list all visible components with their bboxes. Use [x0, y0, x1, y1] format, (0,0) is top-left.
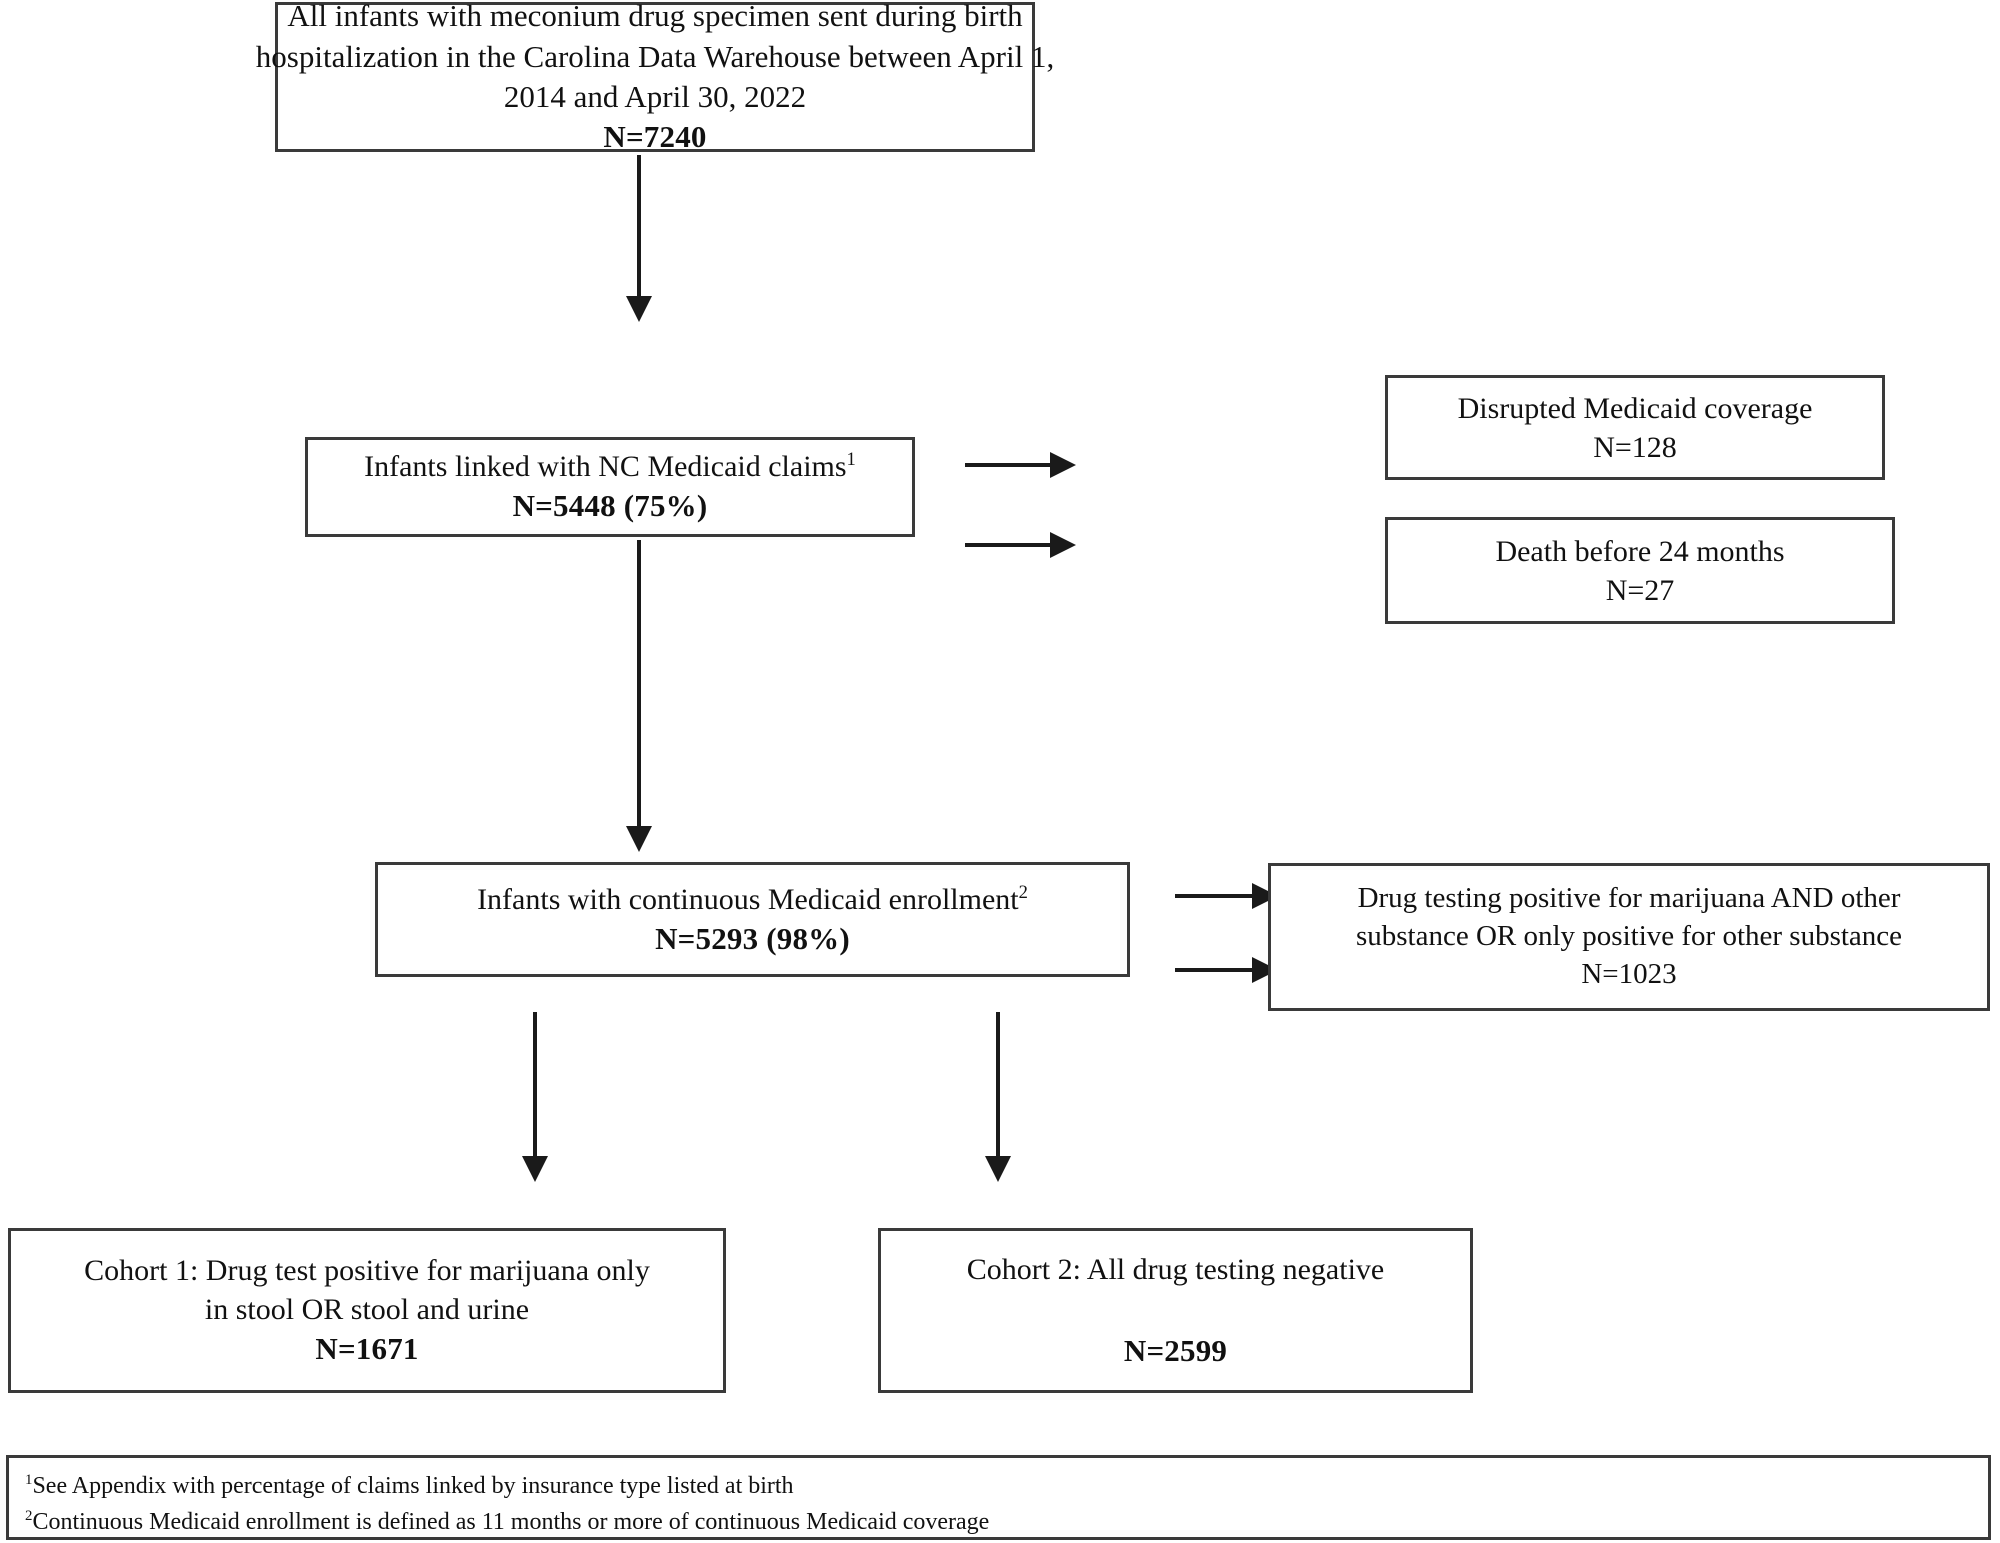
arrowhead-linked-to-death	[1050, 532, 1076, 558]
box-excluded-other-substance-line-1: Drug testing positive for marijuana AND …	[1357, 882, 1901, 915]
box-cohort-1-line-1: Cohort 1: Drug test positive for marijua…	[84, 1254, 650, 1288]
connector-source-to-linked	[637, 155, 641, 305]
box-excluded-disrupted-coverage: Disrupted Medicaid coverage N=128	[1385, 375, 1885, 480]
box-source-population-line-3: 2014 and April 30, 2022	[503, 79, 807, 114]
footnote-1-text: See Appendix with percentage of claims l…	[32, 1473, 794, 1499]
box-excluded-other-substance-line-2: substance OR only positive for other sub…	[1355, 920, 1903, 953]
arrowhead-linked-to-enrollment	[626, 826, 652, 852]
box-excluded-disrupted-coverage-count: N=128	[1593, 430, 1677, 464]
footnote-2-marker: 2	[25, 1508, 33, 1524]
box-linked-medicaid-line-1: Infants linked with NC Medicaid claims1	[364, 447, 856, 486]
box-source-population-line-1: All infants with meconium drug specimen …	[287, 0, 1023, 34]
arrowhead-linked-to-disrupted	[1050, 452, 1076, 478]
box-continuous-enrollment-count: N=5293 (98%)	[655, 920, 850, 956]
connector-linked-to-disrupted	[965, 463, 1055, 467]
box-excluded-death: Death before 24 months N=27	[1385, 517, 1895, 624]
box-cohort-1-count: N=1671	[315, 1331, 419, 1367]
footnotes-box: 1See Appendix with percentage of claims …	[6, 1455, 1991, 1540]
connector-linked-to-enrollment	[637, 540, 641, 835]
box-linked-medicaid-count: N=5448 (75%)	[512, 488, 708, 524]
box-linked-medicaid: Infants linked with NC Medicaid claims1 …	[305, 437, 915, 537]
footnote-1: 1See Appendix with percentage of claims …	[25, 1468, 1972, 1504]
connector-enrollment-to-cohort-2	[996, 1012, 1000, 1165]
footnote-marker-2: 2	[1018, 881, 1028, 903]
connector-enrollment-to-other-substance-upper	[1175, 894, 1257, 898]
footnote-2: 2Continuous Medicaid enrollment is defin…	[25, 1504, 1972, 1540]
arrowhead-enrollment-to-cohort-2	[985, 1156, 1011, 1182]
box-excluded-other-substance-count: N=1023	[1581, 957, 1677, 990]
box-source-population-line-2: hospitalization in the Carolina Data War…	[255, 38, 1055, 74]
box-cohort-1-line-2: in stool OR stool and urine	[204, 1293, 530, 1327]
box-continuous-enrollment-line-1: Infants with continuous Medicaid enrollm…	[477, 880, 1028, 919]
box-cohort-1: Cohort 1: Drug test positive for marijua…	[8, 1228, 726, 1393]
footnote-1-marker: 1	[25, 1472, 33, 1488]
box-continuous-enrollment-text: Infants with continuous Medicaid enrollm…	[477, 882, 1019, 916]
connector-linked-to-death	[965, 543, 1055, 547]
connector-enrollment-to-other-substance-lower	[1175, 968, 1257, 972]
box-excluded-death-count: N=27	[1605, 573, 1675, 607]
arrowhead-enrollment-to-cohort-1	[522, 1156, 548, 1182]
box-excluded-disrupted-coverage-line-1: Disrupted Medicaid coverage	[1457, 391, 1813, 425]
box-excluded-death-line-1: Death before 24 months	[1495, 534, 1785, 568]
footnote-marker-1: 1	[846, 449, 856, 471]
box-continuous-enrollment: Infants with continuous Medicaid enrollm…	[375, 862, 1130, 977]
box-source-population-count: N=7240	[603, 119, 707, 155]
arrowhead-source-to-linked	[626, 296, 652, 322]
box-linked-medicaid-text: Infants linked with NC Medicaid claims	[364, 450, 847, 484]
box-cohort-2-line-1: Cohort 2: All drug testing negative	[966, 1252, 1385, 1286]
footnote-2-text: Continuous Medicaid enrollment is define…	[32, 1509, 990, 1535]
box-cohort-2-count: N=2599	[1123, 1332, 1228, 1368]
connector-enrollment-to-cohort-1	[533, 1012, 537, 1165]
box-excluded-other-substance: Drug testing positive for marijuana AND …	[1268, 863, 1990, 1011]
box-cohort-2: Cohort 2: All drug testing negative N=25…	[878, 1228, 1473, 1393]
box-source-population: All infants with meconium drug specimen …	[256, 0, 1054, 154]
